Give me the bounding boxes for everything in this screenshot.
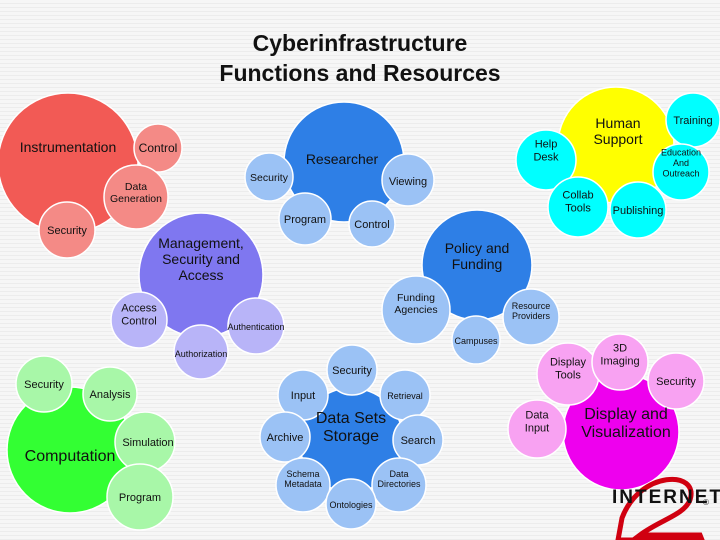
label-security-comp: Security: [24, 379, 64, 391]
bubble-security-research: [244, 152, 294, 202]
bubble-security-comp: [15, 355, 73, 413]
label-input: Input: [291, 390, 315, 402]
label-publishing: Publishing: [613, 205, 664, 217]
bubble-campuses: [451, 315, 501, 365]
internet2-logo: INTERNET ®: [612, 476, 720, 540]
title-line-1: Cyberinfrastructure: [252, 30, 468, 56]
bubble-ontologies: [325, 478, 377, 530]
bubble-funding-agencies: [381, 275, 451, 345]
bubble-data-generation: [103, 164, 169, 230]
label-computation: Computation: [25, 448, 116, 465]
bubble-control-instr: [133, 123, 183, 173]
logo-trademark: ®: [703, 498, 709, 507]
label-security-data: Security: [332, 365, 372, 377]
bubble-collab-tools: [547, 176, 609, 238]
label-program-research: Program: [284, 214, 326, 226]
label-program-comp: Program: [119, 492, 161, 504]
bubble-data-input: [507, 399, 567, 459]
bubble-help-desk: [515, 129, 577, 191]
label-retrieval: Retrieval: [387, 391, 423, 401]
label-archive: Archive: [267, 432, 304, 444]
bubble-3d-imaging: [591, 333, 649, 391]
bubble-viewing: [381, 153, 435, 207]
bubble-program-research: [278, 192, 332, 246]
logo-swoosh: [615, 476, 705, 540]
label-search: Search: [401, 435, 436, 447]
bubble-authorization: [173, 324, 229, 380]
bubble-resource-providers: [502, 288, 560, 346]
label-ontologies: Ontologies: [329, 500, 373, 510]
label-campuses: Campuses: [454, 336, 498, 346]
bubble-publishing: [609, 181, 667, 239]
bubble-access-control: [110, 291, 168, 349]
bubble-security-instr: [38, 201, 96, 259]
bubble-program-comp: [106, 463, 174, 531]
bubble-security-display: [647, 352, 705, 410]
bubble-archive: [259, 411, 311, 463]
label-analysis: Analysis: [90, 389, 131, 401]
label-instrumentation: Instrumentation: [20, 139, 117, 155]
bubble-data-directories: [371, 457, 427, 513]
label-security-display: Security: [656, 376, 696, 388]
label-security-instr: Security: [47, 225, 87, 237]
label-security-research: Security: [250, 172, 289, 184]
label-viewing: Viewing: [389, 176, 427, 188]
bubble-schema-metadata: [275, 457, 331, 513]
bubble-security-data: [326, 344, 378, 396]
bubble-analysis: [82, 366, 138, 422]
label-control-research: Control: [354, 219, 389, 231]
label-researcher: Researcher: [306, 151, 379, 167]
title-line-2: Functions and Resources: [219, 60, 501, 86]
label-authorization: Authorization: [175, 349, 228, 359]
bubble-authentication: [227, 297, 285, 355]
label-control-instr: Control: [139, 141, 178, 155]
bubble-control-research: [348, 200, 396, 248]
logo-text: INTERNET: [612, 487, 720, 508]
label-simulation: Simulation: [122, 437, 173, 449]
label-authentication: Authentication: [227, 322, 284, 332]
bubble-education-outreach: [652, 143, 710, 201]
label-training: Training: [673, 115, 712, 127]
page-title: Cyberinfrastructure Functions and Resour…: [0, 28, 720, 88]
